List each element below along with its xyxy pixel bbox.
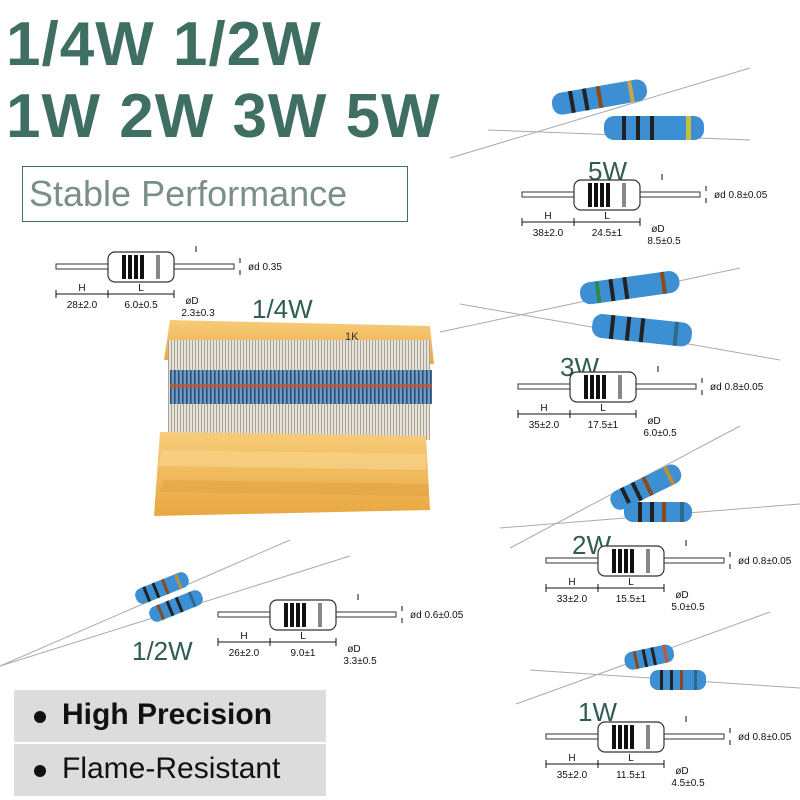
dim-label-D: øD (647, 416, 660, 427)
dim-label-H: H (240, 631, 247, 642)
bullet-icon (34, 711, 46, 723)
dim-value-D: 4.5±0.5 (671, 778, 705, 789)
dim-label-L: L (138, 283, 144, 294)
dim-label-D: øD (185, 296, 198, 307)
dim-value-d: ød 0.8±0.05 (714, 190, 768, 201)
resistor-photo-3w (439, 267, 781, 361)
dim-value-H: 35±2.0 (557, 770, 588, 781)
dim-value-H: 28±2.0 (67, 300, 98, 311)
stable-performance-box: Stable Performance (22, 166, 408, 222)
dim-value-H: 38±2.0 (533, 228, 564, 239)
dim-value-L: 24.5±1 (592, 228, 623, 239)
dim-value-H: 35±2.0 (529, 420, 560, 431)
dim-label-D: øD (347, 644, 360, 655)
dim-value-L: 6.0±0.5 (124, 300, 158, 311)
resistor-photo-5w (449, 67, 751, 159)
dim-value-L: 17.5±1 (588, 420, 619, 431)
resistor-photo-half-watt (0, 539, 351, 667)
dim-value-L: 11.5±1 (616, 770, 646, 781)
dim-label-H: H (544, 211, 551, 222)
dim-value-d: ød 0.8±0.05 (710, 382, 764, 393)
pack-label-tag: 1K (345, 331, 359, 343)
feature-high-precision: High Precision (14, 690, 326, 742)
dim-label-L: L (604, 211, 610, 222)
dimension-diagram-quarter-watt: H LøD 28±2.0 6.0±0.5 2.3±0.3 ød 0.35 (55, 246, 282, 319)
dim-value-D: 6.0±0.5 (643, 428, 677, 439)
dim-value-H: 33±2.0 (557, 594, 588, 605)
bullet-icon (34, 765, 46, 777)
dim-value-d: ød 0.8±0.05 (738, 732, 792, 743)
dimension-diagram-5w: H LøD 38±2.0 24.5±1 8.5±0.5 ød 0.8±0.05 (521, 174, 768, 247)
dim-label-H: H (78, 283, 85, 294)
feature-label: High Precision (62, 698, 273, 731)
dimension-diagram-1w: H LøD 35±2.0 11.5±1 4.5±0.5 ød 0.8±0.05 (545, 716, 792, 789)
resistor-photo-1w (515, 611, 800, 705)
power-label-half-watt: 1/2W (132, 636, 193, 666)
dim-value-D: 8.5±0.5 (647, 236, 681, 247)
dim-label-H: H (540, 403, 547, 414)
dim-label-H: H (568, 753, 575, 764)
feature-label: Flame-Resistant (62, 752, 281, 785)
dim-label-D: øD (675, 590, 688, 601)
header-title-line1: 1/4W 1/2W (6, 10, 322, 79)
dim-label-L: L (628, 577, 634, 588)
feature-flame-resistant: Flame-Resistant (14, 744, 326, 796)
dimension-diagram-half-watt: H LøD 26±2.0 9.0±1 3.3±0.5 ød 0.6±0.05 (217, 594, 464, 667)
dim-value-L: 15.5±1 (616, 594, 647, 605)
dim-value-d: ød 0.8±0.05 (738, 556, 792, 567)
dim-value-d: ød 0.6±0.05 (410, 610, 464, 621)
dim-label-L: L (600, 403, 606, 414)
dim-label-H: H (568, 577, 575, 588)
dim-value-L: 9.0±1 (291, 648, 316, 659)
dim-label-L: L (628, 753, 634, 764)
dim-value-D: 5.0±0.5 (671, 602, 705, 613)
dimension-diagram-2w: H LøD 33±2.0 15.5±1 5.0±0.5 ød 0.8±0.05 (545, 540, 792, 613)
dim-value-D: 2.3±0.3 (181, 308, 215, 319)
resistor-pack-image: 1K (154, 320, 434, 516)
resistor-photo-2w (499, 425, 800, 549)
dim-label-D: øD (675, 766, 688, 777)
power-label-quarter-watt: 1/4W (252, 294, 313, 324)
header-title-line2: 1W 2W 3W 5W (6, 82, 441, 151)
dim-label-D: øD (651, 224, 664, 235)
dim-label-L: L (300, 631, 306, 642)
dim-value-H: 26±2.0 (229, 648, 260, 659)
dim-value-D: 3.3±0.5 (343, 656, 377, 667)
dimension-diagram-3w: H LøD 35±2.0 17.5±1 6.0±0.5 ød 0.8±0.05 (517, 366, 764, 439)
dim-value-d: ød 0.35 (248, 262, 282, 273)
